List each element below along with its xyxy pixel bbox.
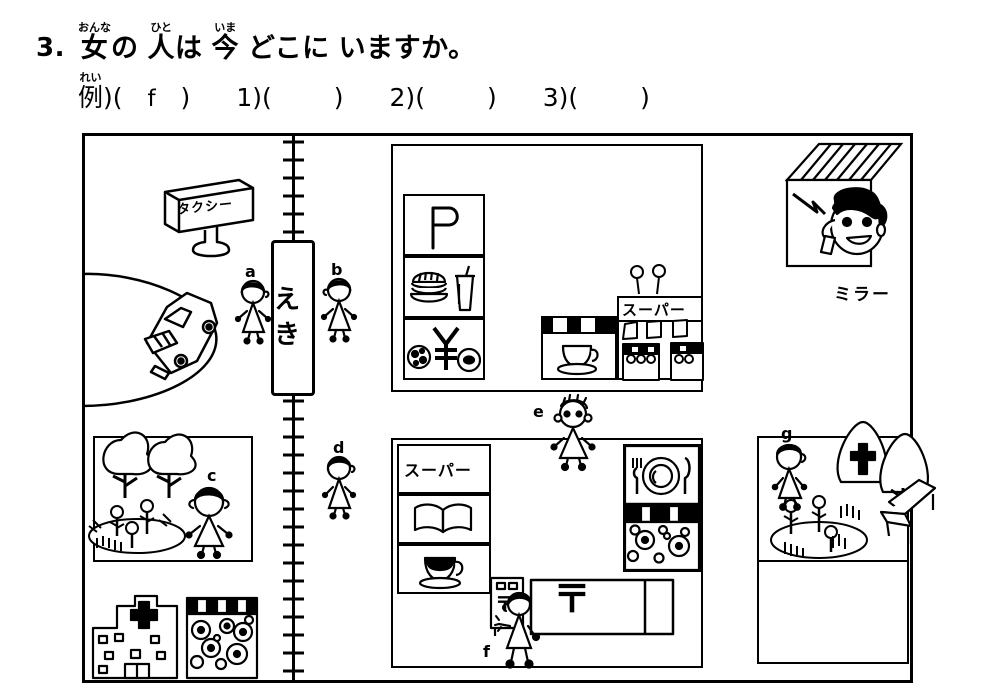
answer-row: れい 例 ) ( f ) 1 ) ( ) 2 ) ( ) 3 <box>78 72 650 111</box>
person-b-figure <box>320 277 358 343</box>
flower-shop-left <box>185 596 259 680</box>
person-d-label: d <box>333 438 345 457</box>
answer-item-3: 3 ) ( ) <box>542 83 650 112</box>
supermarket-bottom <box>397 444 491 494</box>
person-g-label: g <box>781 424 793 443</box>
station-label: えき <box>274 284 301 350</box>
person-c-figure <box>185 486 233 560</box>
furigana-onna: おんな <box>77 21 111 34</box>
person-f-label: f <box>483 642 490 661</box>
particle-wa: は <box>174 33 203 64</box>
person-f-figure <box>494 591 541 669</box>
answer-label-1: 1 <box>236 83 253 112</box>
town-map: えき <box>81 133 937 683</box>
answer-item-2: 2 ) ( ) <box>389 83 497 112</box>
restaurant-flower-icons <box>623 444 701 572</box>
coffee-cup-icon-top <box>556 344 599 376</box>
answer-paren-close-2: ) <box>486 83 497 112</box>
park-right-flowerbed <box>770 495 868 559</box>
coffee-cup-icon-bottom <box>418 556 464 590</box>
hairdresser-face-illustration <box>792 187 888 256</box>
furigana-hito: ひと <box>150 21 173 34</box>
answer-paren-close-label-0: ) <box>103 83 113 112</box>
park-bench <box>879 478 937 544</box>
person-b-label: b <box>331 260 343 279</box>
supermarket-top-front <box>622 264 704 381</box>
taxi-car-icon <box>143 291 219 381</box>
answer-blank-example[interactable]: f <box>147 86 156 113</box>
word-imasuka: いますか。 <box>338 33 476 64</box>
post-office-building <box>529 578 675 636</box>
person-e-label: e <box>533 402 544 421</box>
park-left-flowerbed <box>88 499 186 554</box>
particle-no: の <box>110 33 139 64</box>
kanji-ima: 今 <box>211 33 239 64</box>
person-d-figure <box>321 455 357 520</box>
ruby-onna: おんな 女 <box>78 22 111 63</box>
station-sign: えき <box>271 240 315 396</box>
furigana-rei: れい <box>79 71 102 84</box>
parking-icon <box>431 206 459 250</box>
answer-paren-open-0: ( <box>112 83 123 112</box>
mirror-shop-label: ミラー <box>834 285 891 305</box>
answer-paren-open-3: ( <box>568 83 579 112</box>
ruby-ima: いま 今 <box>211 22 239 63</box>
answer-label-2: 2 <box>389 83 406 112</box>
ruby-rei: れい 例 <box>78 72 103 111</box>
person-a-label: a <box>245 262 256 281</box>
answer-paren-close-3: ) <box>640 83 650 112</box>
taxi-sign-post <box>163 178 255 258</box>
railway-ties <box>283 140 304 673</box>
answer-paren-close-label-1: ) <box>252 83 262 112</box>
answer-paren-close-1: ) <box>333 83 344 112</box>
supermarket-bottom-label: スーパー <box>404 461 472 480</box>
park-left-trees <box>102 431 197 498</box>
answer-paren-close-label-2: ) <box>405 83 416 112</box>
answer-paren-close-label-3: ) <box>558 83 569 112</box>
park-right-trees <box>836 420 929 514</box>
answer-label-3: 3 <box>542 83 559 112</box>
person-e-figure <box>550 393 596 472</box>
kanji-onna: 女 <box>80 33 109 64</box>
person-g-figure <box>771 443 808 511</box>
question-heading: 3. おんな 女 の ひと 人 は いま 今 どこに いますか。 <box>36 22 476 63</box>
taxi-stand-area <box>81 272 218 408</box>
hospital-building <box>91 594 179 680</box>
burger-drink-icon <box>409 265 475 312</box>
railway-track-line <box>292 136 295 680</box>
furigana-ima: いま <box>214 21 237 34</box>
person-a-figure <box>234 279 272 345</box>
kanji-hito: 人 <box>147 33 175 64</box>
answer-paren-open-2: ( <box>415 83 425 112</box>
question-number: 3. <box>36 33 65 64</box>
person-c-label: c <box>207 466 217 485</box>
ruby-hito: ひと 人 <box>147 22 175 63</box>
bank-yen-icon <box>406 326 482 373</box>
answer-example: れい 例 ) ( f ) <box>78 72 190 111</box>
cafe-awning-top <box>541 316 617 334</box>
answer-item-1: 1 ) ( ) <box>236 83 344 112</box>
book-icon <box>413 503 473 534</box>
supermarket-top-label: スーパー <box>622 301 686 319</box>
supermarket-top-signboard <box>617 296 703 322</box>
answer-paren-close-0: ) <box>180 83 191 112</box>
word-dokoni: どこに <box>247 33 330 64</box>
post-office-label: 〒 <box>553 577 592 621</box>
answer-label-example: 例 <box>78 83 104 112</box>
answer-paren-open-1: ( <box>261 83 272 112</box>
